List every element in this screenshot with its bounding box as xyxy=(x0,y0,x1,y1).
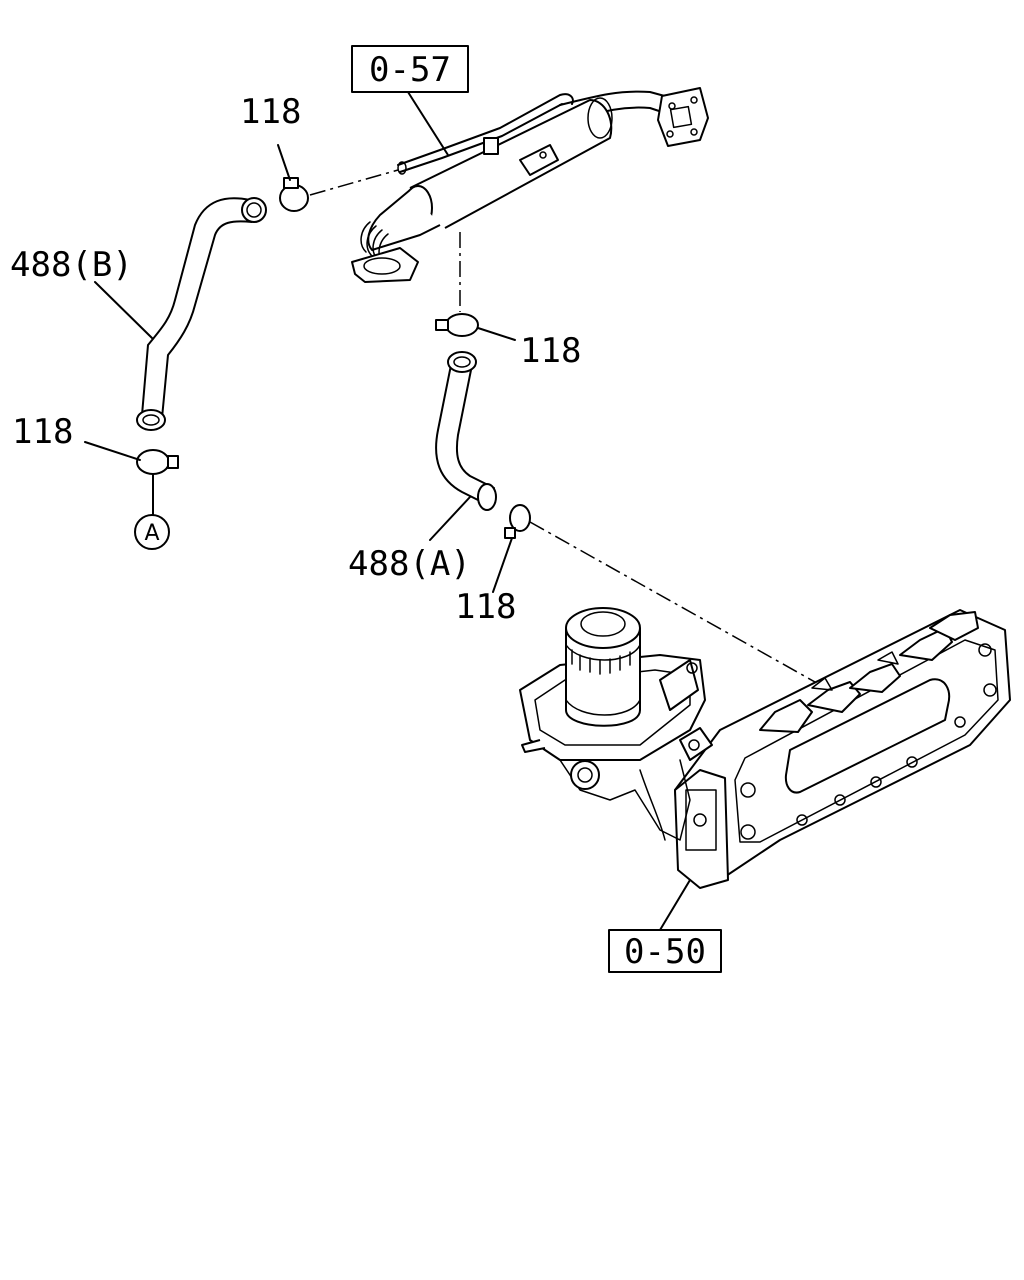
leader-118-top xyxy=(277,144,291,181)
leader-488b xyxy=(94,281,153,339)
hose-488b[interactable] xyxy=(136,197,267,431)
leader-0-57 xyxy=(407,91,449,156)
leader-118-bottom xyxy=(492,537,513,593)
leader-118-left xyxy=(84,441,141,461)
label-118-top: 118 xyxy=(240,92,301,132)
label-118-left: 118 xyxy=(12,412,73,452)
clamp-118-right[interactable] xyxy=(435,313,479,337)
hose-488a[interactable] xyxy=(435,351,497,511)
oil-cooler-assembly xyxy=(519,607,1011,889)
connector-a-label: A xyxy=(144,521,159,546)
label-118-right: 118 xyxy=(520,331,581,371)
ref-box-0-50[interactable]: 0-50 xyxy=(608,929,722,973)
centerline-bottom xyxy=(529,521,816,683)
ref-box-0-57[interactable]: 0-57 xyxy=(351,45,469,93)
flange xyxy=(657,87,709,147)
leader-488a xyxy=(429,496,471,541)
leader-118-right xyxy=(477,327,516,341)
label-118-bottom: 118 xyxy=(455,587,516,627)
centerline-top xyxy=(309,169,399,196)
ref-0-57-label: 0-57 xyxy=(369,50,451,90)
connector-a-marker: A xyxy=(134,514,170,550)
egr-cooler xyxy=(351,87,709,283)
leader-0-50 xyxy=(659,879,691,931)
clamp-118-top[interactable] xyxy=(279,177,309,212)
label-488a: 488(A) xyxy=(348,544,471,584)
clamp-118-bottom[interactable] xyxy=(504,504,531,539)
label-488b: 488(B) xyxy=(10,245,133,285)
ref-0-50-label: 0-50 xyxy=(624,932,706,972)
clamp-118-left[interactable] xyxy=(136,449,179,475)
